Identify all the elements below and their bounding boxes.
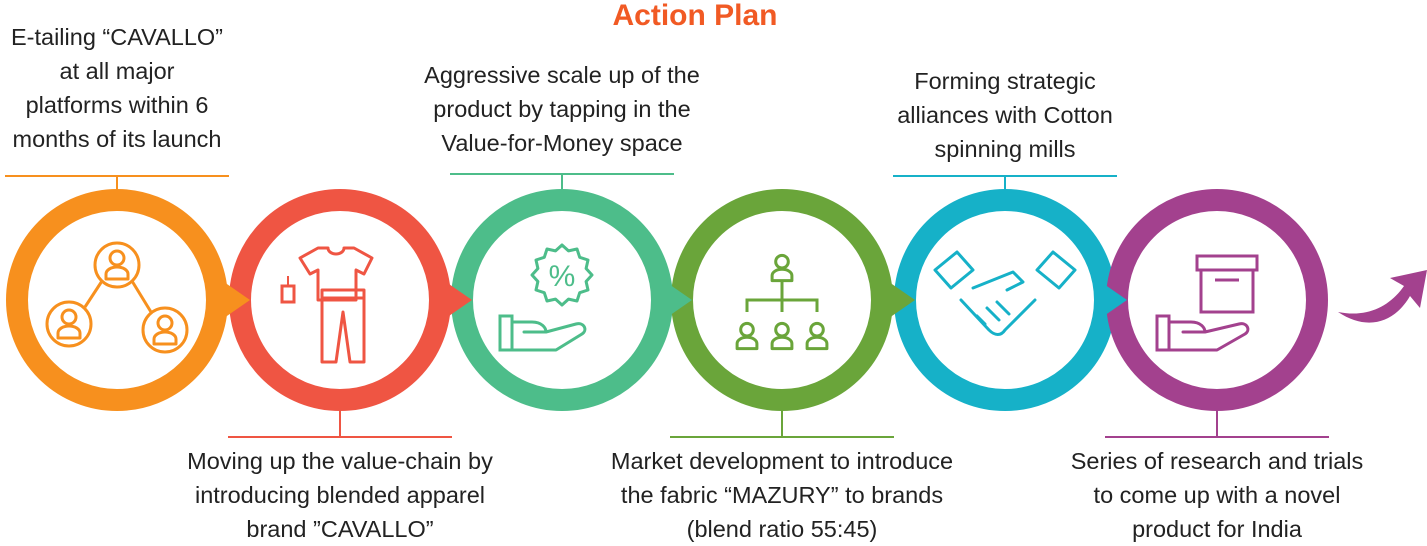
flow-arrowhead-5 <box>1101 282 1127 318</box>
step-ring-5 <box>894 189 1116 411</box>
step-ring-1 <box>6 189 228 411</box>
svg-text:%: % <box>549 260 576 293</box>
continue-arrow-icon <box>1338 270 1427 323</box>
flow-arrowhead-4 <box>889 282 915 318</box>
flow-arrowhead-3 <box>666 282 692 318</box>
discount-hand-icon: % <box>498 243 594 352</box>
flow-arrowhead-2 <box>446 282 472 318</box>
step-label-3: Aggressive scale up of the product by ta… <box>424 62 700 156</box>
step-label-5: Forming strategic alliances with Cotton … <box>897 68 1113 162</box>
people-network-icon <box>45 241 189 354</box>
step-label-6: Series of research and trials to come up… <box>1070 448 1364 542</box>
step-label-2: Moving up the value-chain by introducing… <box>187 448 493 542</box>
product-hand-icon <box>1155 254 1259 352</box>
handshake-icon <box>933 250 1077 336</box>
flow-arrowhead-1 <box>224 282 250 318</box>
step-ring-6 <box>1106 189 1328 411</box>
diagram-title: Action Plan <box>612 0 778 32</box>
hierarchy-icon <box>735 253 829 351</box>
step-label-1: E-tailing “CAVALLO” at all major platfor… <box>10 24 223 152</box>
step-label-4: Market development to introduce the fabr… <box>610 448 954 542</box>
step-ring-3 <box>451 189 673 411</box>
apparel-icon <box>280 246 374 364</box>
